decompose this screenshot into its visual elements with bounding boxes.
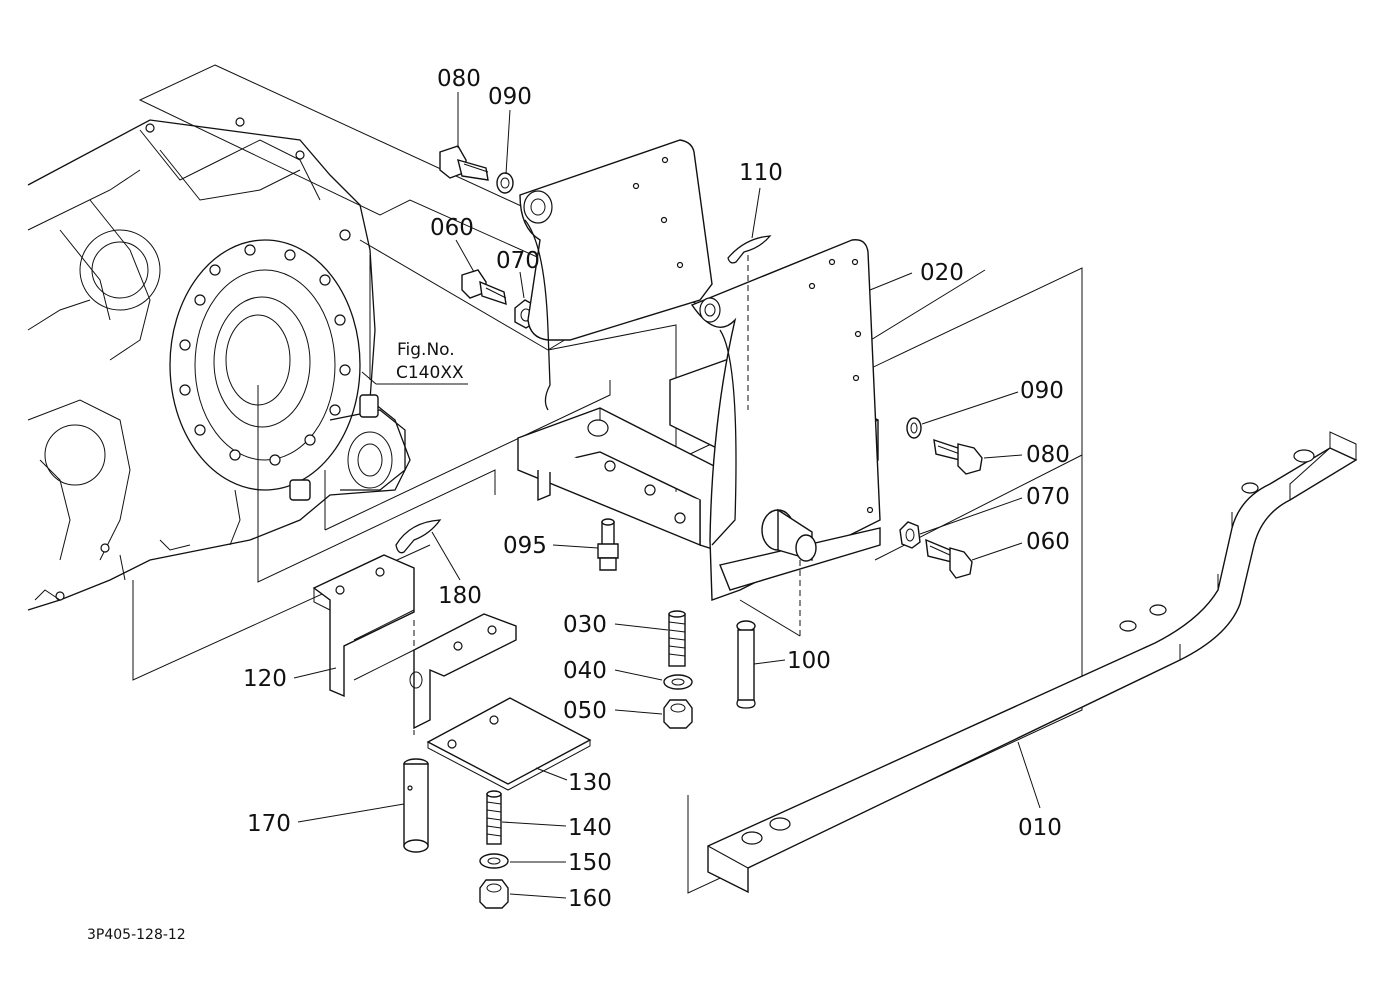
part-labels: 080 090 060 070 110 020 090 080 070 060 …	[243, 66, 1070, 912]
label-100: 100	[787, 648, 831, 674]
washer-090-lower	[906, 417, 922, 439]
label-030: 030	[563, 612, 607, 638]
stud-140	[486, 790, 502, 845]
label-130: 130	[568, 770, 612, 796]
bolt-095	[597, 518, 619, 571]
nut-160	[479, 879, 509, 909]
bolt-080-upper	[439, 145, 489, 181]
label-070-lower: 070	[1026, 484, 1070, 510]
nut-070-lower	[899, 521, 921, 549]
bolt-080-lower	[933, 438, 983, 475]
label-090-upper: 090	[488, 84, 532, 110]
leader-lines	[293, 92, 1041, 899]
label-095: 095	[503, 533, 547, 559]
transmission-case	[27, 117, 411, 611]
drawbar-010	[707, 431, 1358, 894]
label-050: 050	[563, 698, 607, 724]
label-020: 020	[920, 260, 964, 286]
figure-reference-line1: Fig.No.	[397, 340, 455, 360]
pin-100	[736, 560, 801, 709]
label-160: 160	[568, 886, 612, 912]
r-clip-110	[727, 235, 772, 410]
label-150: 150	[568, 850, 612, 876]
label-090-lower: 090	[1020, 378, 1064, 404]
label-080-lower: 080	[1026, 442, 1070, 468]
label-040: 040	[563, 658, 607, 684]
label-140: 140	[568, 815, 612, 841]
label-080-upper: 080	[437, 66, 481, 92]
nut-050	[663, 699, 693, 729]
washer-150	[479, 853, 509, 869]
label-010: 010	[1018, 815, 1062, 841]
washer-090-upper	[496, 172, 514, 194]
label-120: 120	[243, 666, 287, 692]
drawing-code: 3P405-128-12	[87, 927, 186, 943]
bolt-060-lower	[925, 538, 973, 579]
stud-030	[668, 610, 686, 667]
side-plate-020	[690, 239, 881, 601]
link-plate-left	[519, 139, 713, 411]
label-110: 110	[739, 160, 783, 186]
figure-reference: Fig.No. C140XX	[361, 255, 468, 385]
label-070-upper: 070	[496, 248, 540, 274]
label-180: 180	[438, 583, 482, 609]
bolt-060-upper	[461, 269, 507, 306]
r-clip-180	[395, 519, 442, 554]
washer-040	[663, 674, 693, 690]
plate-130	[426, 697, 592, 791]
label-060-upper: 060	[430, 215, 474, 241]
pin-170	[403, 758, 429, 853]
label-170: 170	[247, 811, 291, 837]
figure-reference-line2: C140XX	[396, 363, 464, 383]
label-060-lower: 060	[1026, 529, 1070, 555]
bracket-120	[312, 554, 517, 735]
